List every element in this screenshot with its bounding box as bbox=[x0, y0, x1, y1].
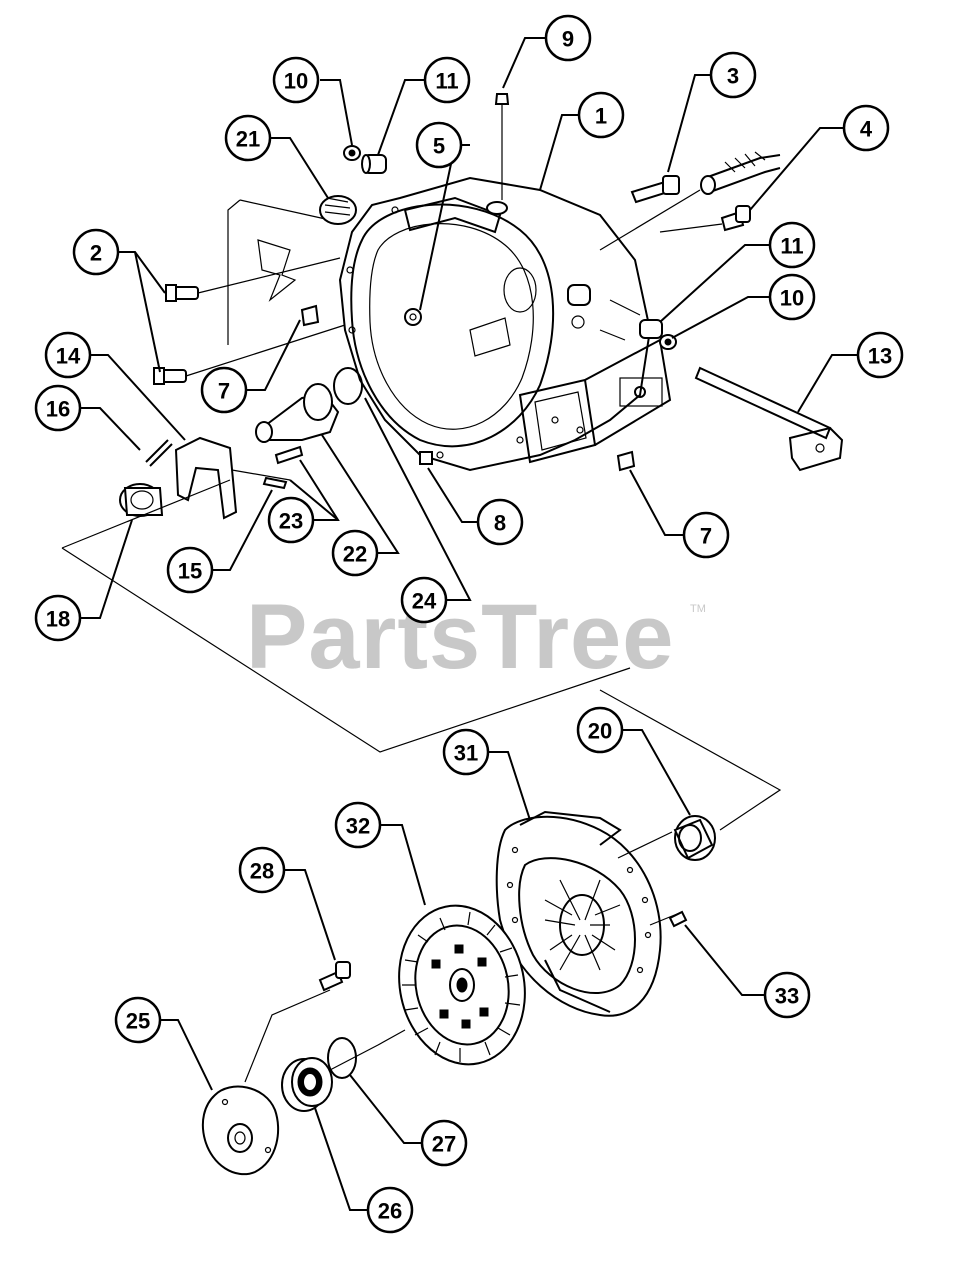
callout-label: 11 bbox=[780, 234, 803, 259]
callout-25: 25 bbox=[114, 996, 162, 1044]
leaders bbox=[80, 37, 858, 1211]
callout-14: 14 bbox=[44, 331, 92, 379]
callout-label: 7 bbox=[218, 379, 230, 404]
callout-label: 18 bbox=[46, 607, 70, 632]
part-10-nut-right bbox=[659, 334, 677, 350]
callout-5: 5 bbox=[415, 121, 463, 169]
part-18-release-bearing bbox=[119, 483, 164, 517]
callout-label: 25 bbox=[126, 1009, 150, 1034]
part-2-bolts bbox=[153, 257, 346, 385]
callout-23: 23 bbox=[267, 496, 315, 544]
callout-label: 4 bbox=[860, 117, 873, 142]
callout-4: 4 bbox=[842, 104, 890, 152]
part-31-pressure-plate bbox=[495, 810, 662, 1017]
callout-label: 2 bbox=[90, 241, 102, 266]
callout-label: 9 bbox=[562, 27, 574, 52]
callout-label: 16 bbox=[46, 397, 70, 422]
callout-22: 22 bbox=[331, 529, 379, 577]
callout-7-right: 7 bbox=[682, 511, 730, 559]
callout-label: 1 bbox=[595, 104, 607, 129]
trademark-mark: TM bbox=[690, 603, 706, 615]
assembly-lines bbox=[61, 479, 782, 1083]
callout-label: 32 bbox=[346, 814, 370, 839]
callout-label: 10 bbox=[284, 69, 308, 94]
callout-24: 24 bbox=[400, 576, 448, 624]
callout-32: 32 bbox=[334, 801, 382, 849]
part-10-nut-top bbox=[343, 145, 361, 161]
part-27-snap-ring bbox=[327, 1037, 357, 1079]
callout-3: 3 bbox=[709, 51, 757, 99]
callout-7-left: 7 bbox=[200, 366, 248, 414]
callout-16: 16 bbox=[34, 384, 82, 432]
callout-label: 21 bbox=[236, 127, 260, 152]
part-3-bolt bbox=[630, 175, 680, 204]
part-9-breather bbox=[494, 93, 510, 200]
part-14-fork bbox=[174, 436, 291, 520]
callout-13: 13 bbox=[856, 331, 904, 379]
callout-27: 27 bbox=[420, 1119, 468, 1167]
clutch-housing bbox=[338, 176, 672, 472]
callout-2: 2 bbox=[72, 228, 120, 276]
part-8-plug bbox=[419, 451, 433, 465]
part-11-bushing-top bbox=[361, 154, 387, 174]
callout-label: 13 bbox=[868, 344, 892, 369]
part-32-clutch-disc bbox=[398, 904, 526, 1066]
part-16-pin bbox=[145, 439, 173, 467]
callout-label: 5 bbox=[433, 134, 445, 159]
part-22-guide bbox=[255, 383, 340, 443]
part-4-bolt bbox=[659, 205, 751, 233]
mounting-plate bbox=[227, 199, 331, 345]
part-11-bushing-right bbox=[639, 319, 663, 339]
callout-1: 1 bbox=[577, 91, 625, 139]
part-24-o-ring bbox=[333, 367, 363, 405]
watermark-text: PartsTree bbox=[246, 586, 674, 688]
callout-label: 20 bbox=[588, 719, 612, 744]
callout-18: 18 bbox=[34, 594, 82, 642]
part-7-fitting-right bbox=[616, 450, 636, 472]
callout-label: 10 bbox=[780, 286, 804, 311]
callout-label: 7 bbox=[700, 524, 712, 549]
callout-10-right: 10 bbox=[768, 273, 816, 321]
callout-label: 27 bbox=[432, 1132, 456, 1157]
callout-label: 14 bbox=[56, 344, 81, 369]
part-13-shaft bbox=[694, 366, 844, 472]
callout-label: 28 bbox=[250, 859, 274, 884]
callout-15: 15 bbox=[166, 546, 214, 594]
callout-label: 3 bbox=[727, 64, 739, 89]
callout-label: 11 bbox=[435, 69, 458, 94]
callout-label: 31 bbox=[454, 741, 478, 766]
callout-label: 23 bbox=[279, 509, 303, 534]
callout-label: 26 bbox=[378, 1199, 402, 1224]
callout-26: 26 bbox=[366, 1186, 414, 1234]
part-20-seal bbox=[673, 815, 716, 861]
callout-31: 31 bbox=[442, 728, 490, 776]
callout-label: 33 bbox=[775, 984, 799, 1009]
callout-33: 33 bbox=[763, 971, 811, 1019]
callout-11-top: 11 bbox=[423, 56, 471, 104]
callout-10-top: 10 bbox=[272, 56, 320, 104]
part-33-bolt bbox=[668, 910, 688, 928]
callout-20: 20 bbox=[576, 706, 624, 754]
part-7-fitting-left bbox=[300, 304, 320, 327]
callout-label: 24 bbox=[412, 589, 437, 614]
part-21-plug bbox=[319, 195, 357, 225]
callout-11-right: 11 bbox=[768, 221, 816, 269]
callout-label: 15 bbox=[178, 559, 202, 584]
callout-28: 28 bbox=[238, 846, 286, 894]
callout-9: 9 bbox=[544, 14, 592, 62]
callout-8: 8 bbox=[476, 498, 524, 546]
part-26-bearing bbox=[281, 1057, 333, 1112]
callout-21: 21 bbox=[224, 114, 272, 162]
part-25-cover bbox=[201, 1085, 280, 1176]
part-15-pin bbox=[262, 476, 288, 490]
callout-label: 22 bbox=[343, 542, 367, 567]
part-23-pin bbox=[274, 445, 304, 465]
shaft-end bbox=[599, 151, 781, 251]
callout-label: 8 bbox=[494, 511, 506, 536]
part-28-bolt bbox=[318, 961, 351, 992]
